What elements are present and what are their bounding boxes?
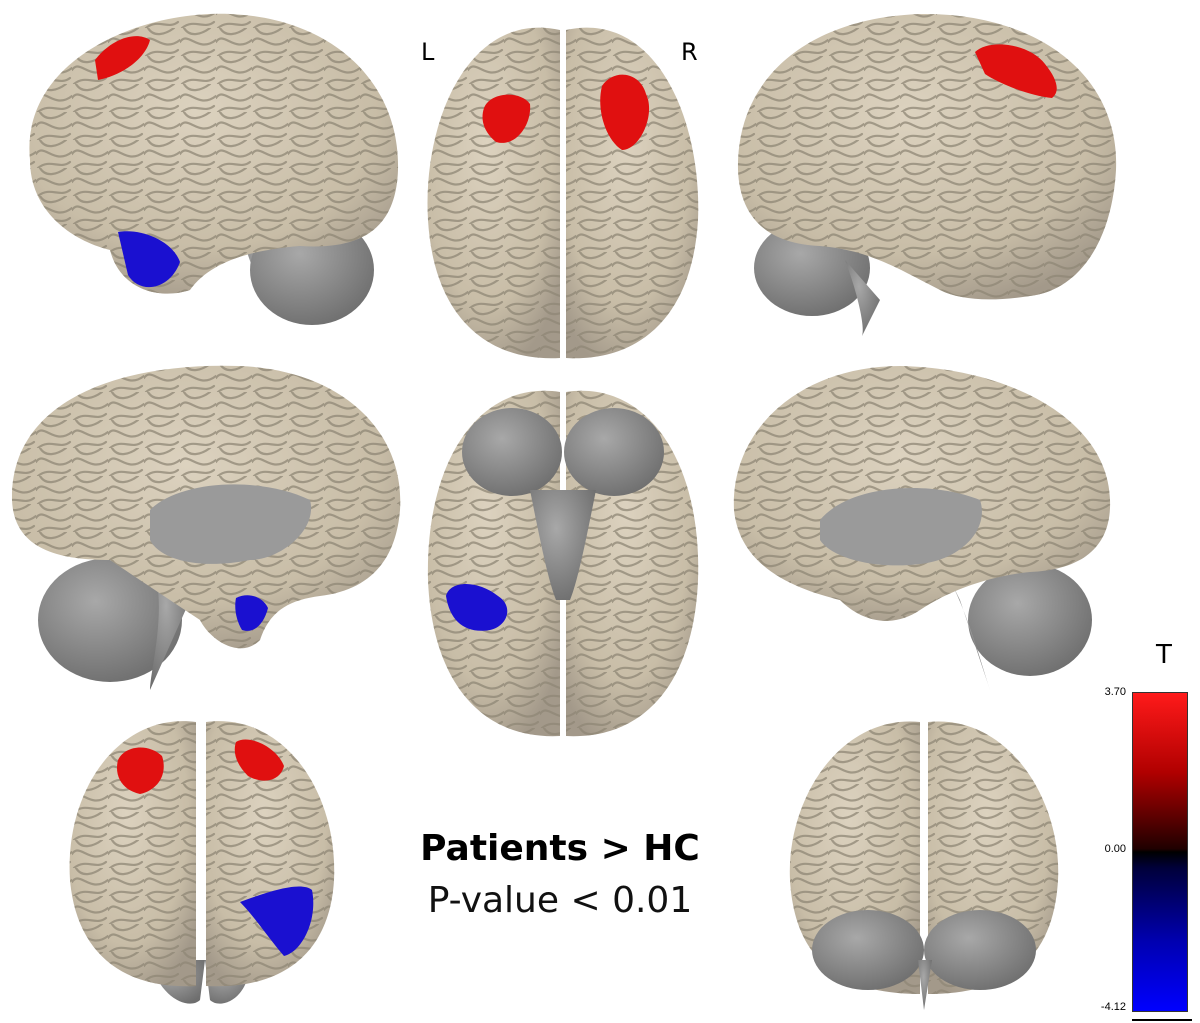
view-left-medial: [11, 365, 401, 690]
threshold-text: P-value < 0.01: [427, 880, 693, 921]
colorbar-title: T: [1156, 640, 1172, 670]
colorbar-gradient: [1132, 692, 1188, 1012]
view-left-lateral: [29, 13, 399, 325]
colorbar-max-label: 3.70: [1104, 686, 1126, 698]
view-right-medial: [733, 366, 1111, 690]
colorbar-min-label: -4.12: [1100, 1001, 1126, 1013]
colorbar-underline: [1132, 1019, 1192, 1021]
contrast-title: Patients > HC: [420, 828, 700, 869]
view-inferior: [427, 390, 699, 737]
view-superior: [427, 27, 699, 359]
view-right-lateral: [737, 13, 1117, 336]
right-hemisphere-label: R: [681, 38, 698, 66]
colorbar-zero-label: 0.00: [1104, 843, 1126, 855]
view-posterior: [789, 721, 1059, 1010]
left-hemisphere-label: L: [421, 38, 435, 66]
view-anterior: [69, 721, 335, 1004]
